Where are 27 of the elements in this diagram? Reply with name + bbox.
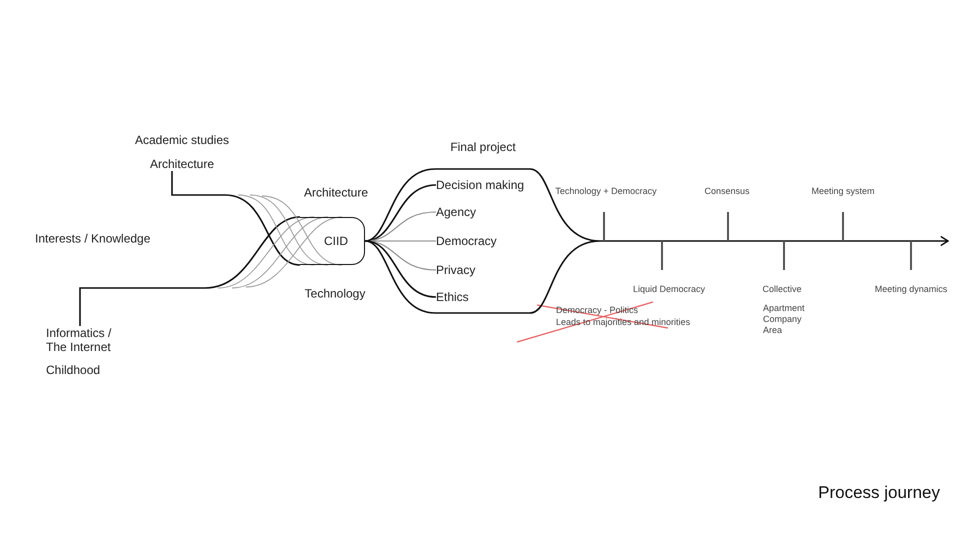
process-box: CIID xyxy=(300,217,365,265)
connector-line xyxy=(171,171,300,266)
topic-label: Decision making xyxy=(436,177,524,193)
topic-label: Ethics xyxy=(436,289,469,305)
topic-label: Democracy xyxy=(436,233,497,249)
source-subtitle: Childhood xyxy=(46,363,100,377)
source-subtitle: Architecture xyxy=(150,157,214,171)
stream-label: Technology xyxy=(304,286,366,302)
sub-item-label: Company xyxy=(763,313,802,325)
milestone-label: Meeting dynamics xyxy=(874,283,948,295)
topic-label: Privacy xyxy=(436,262,476,278)
sub-item-label: Area xyxy=(763,324,782,336)
topic-label: Agency xyxy=(436,204,476,220)
milestone-label: Liquid Democracy xyxy=(632,283,706,295)
milestone-label: Technology + Democracy xyxy=(555,185,657,197)
milestone-label: Consensus xyxy=(704,185,750,197)
page-title: Process journey xyxy=(818,483,940,503)
connector-line xyxy=(79,216,300,326)
sub-item-label: Apartment xyxy=(763,302,805,314)
section-label: Interests / Knowledge xyxy=(35,232,150,246)
source-heading: Informatics / The Internet xyxy=(46,326,112,354)
timeline-arrow xyxy=(600,236,949,246)
milestone-label: Collective xyxy=(762,283,802,295)
stream-label: Architecture xyxy=(304,186,368,200)
milestone-label: Meeting system xyxy=(811,185,875,197)
source-heading: Academic studies xyxy=(134,133,230,147)
group-heading: Final project xyxy=(450,140,516,154)
